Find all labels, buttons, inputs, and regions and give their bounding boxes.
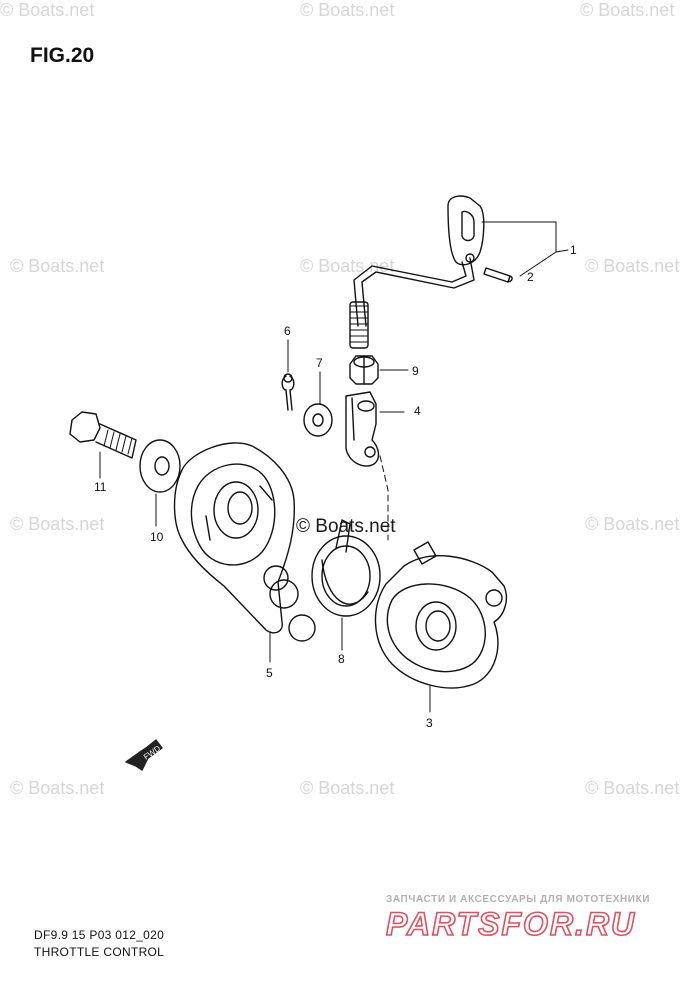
throttle-housing (374, 541, 508, 689)
pin (483, 267, 513, 283)
watermark: © Boats.net (580, 0, 675, 20)
watermark: © Boats.net (10, 514, 105, 534)
brand-tagline: ЗАПЧАСТИ И АКСЕССУАРЫ ДЛЯ МОТОТЕХНИКИ (386, 894, 651, 905)
bolt (69, 411, 137, 459)
throttle-cam (173, 442, 316, 642)
callout-6: 6 (284, 324, 291, 338)
throttle-rod (349, 195, 485, 349)
callout-7: 7 (316, 356, 323, 370)
return-spring (311, 519, 381, 617)
callout-10: 10 (150, 530, 164, 544)
watermark: © Boats.net (300, 0, 395, 20)
callout-8: 8 (338, 652, 345, 666)
callout-9: 9 (412, 364, 419, 378)
nut (349, 355, 379, 385)
watermark: © Boats.net (585, 514, 680, 534)
diagram-title: THROTTLE CONTROL (34, 945, 165, 959)
watermark: © Boats.net (300, 778, 395, 798)
watermark: © Boats.net (585, 256, 680, 276)
watermark: © Boats.net (10, 256, 105, 276)
callout-11: 11 (94, 480, 107, 494)
callout-3: 3 (426, 716, 433, 730)
rod-holder (345, 391, 380, 467)
callout-1: 1 (570, 243, 577, 257)
callout-4: 4 (414, 404, 421, 418)
watermark: © Boats.net (585, 778, 680, 798)
figure-title: FIG.20 (30, 44, 95, 67)
forward-direction-arrow: FWD (125, 739, 163, 771)
watermark: © Boats.net (300, 256, 395, 276)
center-watermark: © Boats.net (296, 516, 396, 537)
flat-washer (139, 439, 181, 493)
callout-2: 2 (527, 270, 534, 284)
brand-logo[interactable]: PARTSFOR.RU (385, 905, 637, 943)
watermark: © Boats.net (10, 778, 105, 798)
watermark: © Boats.net (0, 0, 95, 20)
callout-5: 5 (266, 666, 273, 680)
washer (303, 403, 333, 437)
diagram-code: DF9.9 15 P03 012_020 (34, 928, 165, 942)
cotter-pin (281, 373, 295, 411)
